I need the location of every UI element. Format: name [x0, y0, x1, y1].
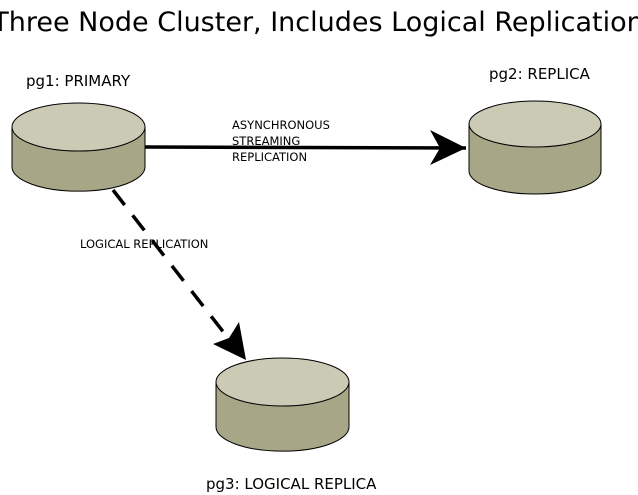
database-icon: [468, 100, 602, 195]
node-label-pg2: pg2: REPLICA: [489, 65, 591, 83]
edge-logical-replication: [111, 188, 246, 360]
node-label-pg1: pg1: PRIMARY: [26, 72, 131, 90]
edge-label-line: STREAMING: [232, 134, 300, 148]
edge-label-streaming: ASYNCHRONOUS STREAMING REPLICATION: [232, 118, 334, 164]
arrowhead-icon: [213, 322, 246, 360]
edge-label-line: ASYNCHRONOUS: [232, 118, 330, 132]
edge-line-solid: [144, 145, 467, 150]
node-label-pg3: pg3: LOGICAL REPLICA: [206, 475, 377, 493]
edge-label-logical: LOGICAL REPLICATION: [80, 237, 208, 251]
edge-line-dashed: [111, 188, 230, 340]
cylinder-top: [468, 100, 602, 148]
cylinder-top: [215, 357, 350, 407]
edge-label-line: REPLICATION: [232, 150, 307, 164]
database-icon: [11, 102, 146, 192]
edge-streaming-replication: [144, 130, 467, 165]
database-icon: [215, 357, 350, 452]
diagram-title: Three Node Cluster, Includes Logical Rep…: [0, 7, 638, 38]
arrowhead-icon: [430, 130, 466, 165]
cylinder-top: [11, 102, 146, 152]
